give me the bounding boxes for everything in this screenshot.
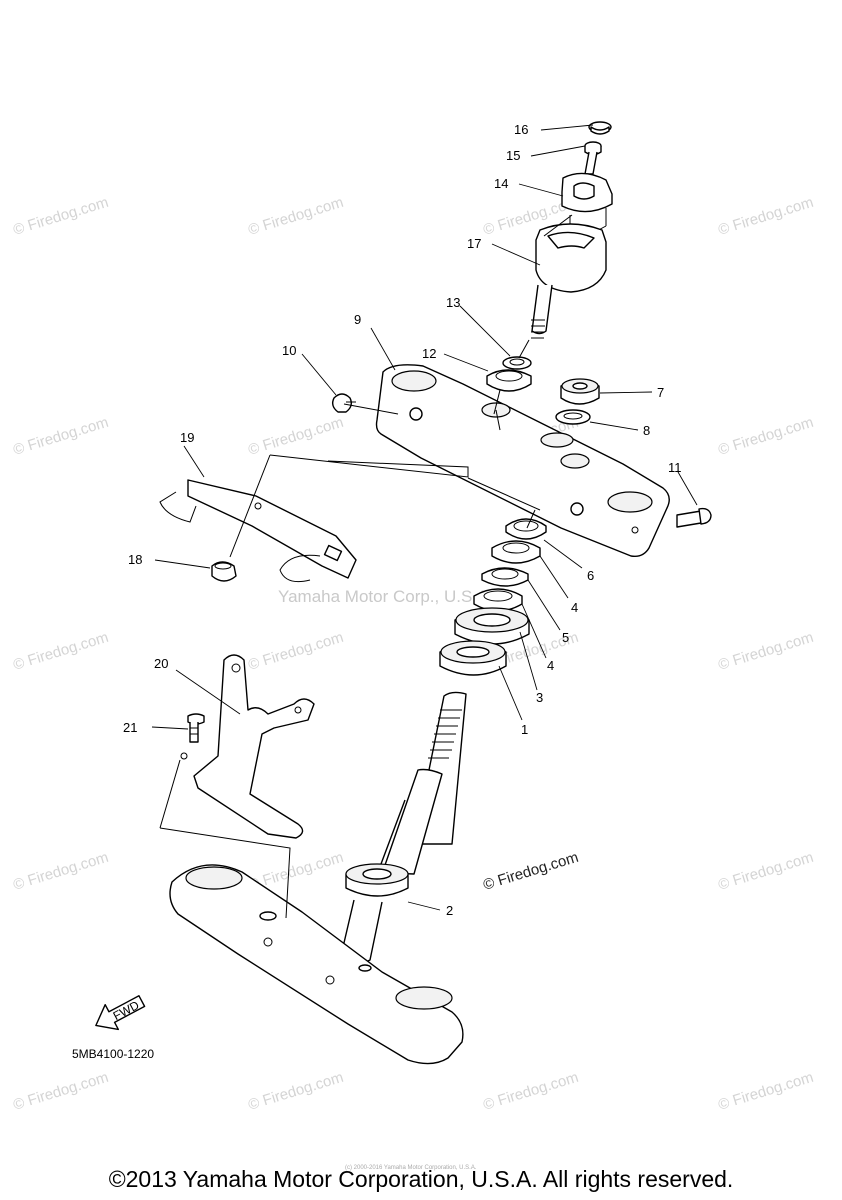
label-5: 5 — [562, 630, 569, 645]
label-20: 20 — [154, 656, 168, 671]
watermark: © Firedog.com — [11, 414, 110, 459]
part-21-bolt — [187, 713, 205, 743]
lower-bracket — [169, 864, 464, 1065]
label-19: 19 — [180, 430, 194, 445]
label-13: 13 — [446, 295, 460, 310]
label-4-lower: 4 — [547, 658, 554, 673]
label-8: 8 — [643, 423, 650, 438]
yamaha-watermark: Yamaha Motor Corp., U.S.A. — [278, 587, 493, 606]
part-13-washer — [502, 356, 532, 370]
watermark: © Firedog.com — [716, 414, 815, 459]
part-12-bushing — [486, 369, 532, 392]
label-7: 7 — [657, 385, 664, 400]
part-4-ring-nut-upper — [491, 540, 541, 564]
part-9-upper-bracket — [375, 364, 670, 558]
watermark: © Firedog.com — [716, 849, 815, 894]
part-16-cap — [588, 121, 612, 135]
part-15-bolt — [584, 141, 602, 175]
label-3: 3 — [536, 690, 543, 705]
part-3-bearing-cover — [454, 607, 530, 645]
part-17-riser — [531, 223, 607, 339]
part-8-washer — [555, 409, 591, 425]
watermark: © Firedog.com — [246, 1069, 345, 1114]
part-10-grommet — [331, 393, 356, 413]
watermark: © Firedog.com — [246, 629, 345, 674]
part-1-bearing — [439, 640, 507, 676]
watermark: © Firedog.com — [11, 629, 110, 674]
part-20-bracket — [180, 654, 315, 839]
label-14: 14 — [494, 176, 508, 191]
label-15: 15 — [506, 148, 520, 163]
fwd-arrow-icon: FWD — [95, 995, 146, 1031]
label-12: 12 — [422, 346, 436, 361]
label-16: 16 — [514, 122, 528, 137]
part-11-bolt — [676, 507, 712, 528]
part-6-lock-washer — [505, 518, 547, 540]
label-18: 18 — [128, 552, 142, 567]
label-6: 6 — [587, 568, 594, 583]
watermark: © Firedog.com — [11, 194, 110, 239]
leader-lines — [151, 124, 698, 911]
tiny-copyright: (c) 2000-2016 Yamaha Motor Corporation, … — [345, 1165, 477, 1171]
watermark: © Firedog.com — [716, 194, 815, 239]
label-9: 9 — [354, 312, 361, 327]
copyright-footer: ©2013 Yamaha Motor Corporation, U.S.A. A… — [109, 1166, 734, 1192]
watermark: © Firedog.com — [481, 1069, 580, 1114]
part-19-bracket — [159, 479, 357, 583]
label-2: 2 — [446, 903, 453, 918]
label-10: 10 — [282, 343, 296, 358]
label-17: 17 — [467, 236, 481, 251]
label-4-upper: 4 — [571, 600, 578, 615]
watermark: © Firedog.com — [11, 1069, 110, 1114]
part-7-nut — [560, 378, 600, 405]
steering-stem — [374, 691, 467, 881]
label-21: 21 — [123, 720, 137, 735]
part-14-clamp — [561, 172, 613, 234]
watermark: © Firedog.com — [716, 1069, 815, 1114]
label-1: 1 — [521, 722, 528, 737]
label-11: 11 — [668, 460, 682, 475]
watermark: © Firedog.com — [246, 414, 345, 459]
assembly-lines — [159, 214, 573, 919]
part-5-rubber-washer — [481, 567, 529, 587]
watermark: © Firedog.com — [246, 194, 345, 239]
watermark-layer: © Firedog.com © Firedog.com © Firedog.co… — [11, 194, 815, 1114]
watermark: © Firedog.com — [716, 629, 815, 674]
watermark-dark: © Firedog.com — [481, 849, 580, 894]
part-labels: 16 15 14 17 13 12 9 10 7 8 11 6 4 5 4 3 … — [123, 122, 682, 918]
diagram-code: 5MB4100-1220 — [72, 1047, 154, 1061]
part-18-nut — [211, 561, 237, 582]
watermark: © Firedog.com — [11, 849, 110, 894]
